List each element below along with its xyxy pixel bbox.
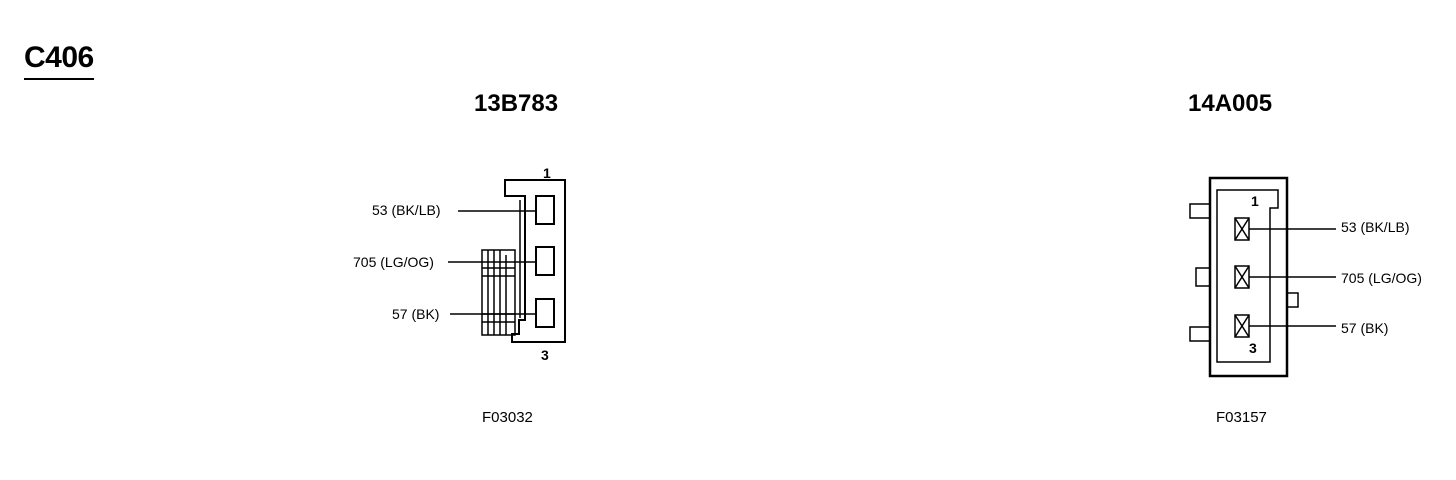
connector-1-wire-2-label: 705 (LG/OG): [353, 254, 434, 270]
connector-2-terminal-2: [1234, 265, 1250, 289]
connector-2-terminal-3: [1234, 314, 1250, 338]
connector-1-cavity-2: [535, 246, 555, 276]
connector-1-cavity-3: [535, 298, 555, 328]
connector-1-drawing: [448, 179, 566, 343]
page-title: C406: [24, 42, 94, 80]
connector-2-wire-2-label: 705 (LG/OG): [1341, 270, 1422, 286]
connector-2-figure-code: F03157: [1216, 409, 1267, 426]
connector-1-pin-3-label: 3: [541, 347, 549, 363]
connector-1-wire-3-label: 57 (BK): [392, 306, 440, 322]
connector-2-tab-right: [1286, 292, 1299, 308]
connector-1-pin-1-label: 1: [543, 165, 551, 181]
connector-2-tab-left-2: [1195, 267, 1211, 287]
connector-2-tab-left-3: [1189, 326, 1211, 342]
connector-1-part-number: 13B783: [474, 90, 559, 117]
connector-2-part-number: 14A005: [1188, 90, 1273, 117]
connector-2-housing-inner: [1216, 189, 1279, 363]
connector-1-figure-code: F03032: [482, 409, 533, 426]
connector-2-tab-left-1: [1189, 203, 1211, 219]
connector-2-wire-3-label: 57 (BK): [1341, 320, 1389, 336]
connector-1-wire-1-label: 53 (BK/LB): [372, 202, 441, 218]
connector-1-housing: [504, 179, 566, 343]
connector-2-wire-1-label: 53 (BK/LB): [1341, 219, 1410, 235]
connector-1-cavity-1: [535, 195, 555, 225]
connector-2-pin-1-label: 1: [1251, 193, 1259, 209]
connector-2-pin-3-label: 3: [1249, 340, 1257, 356]
connector-2-drawing: [1189, 176, 1336, 378]
connector-2-terminal-1: [1234, 217, 1250, 241]
